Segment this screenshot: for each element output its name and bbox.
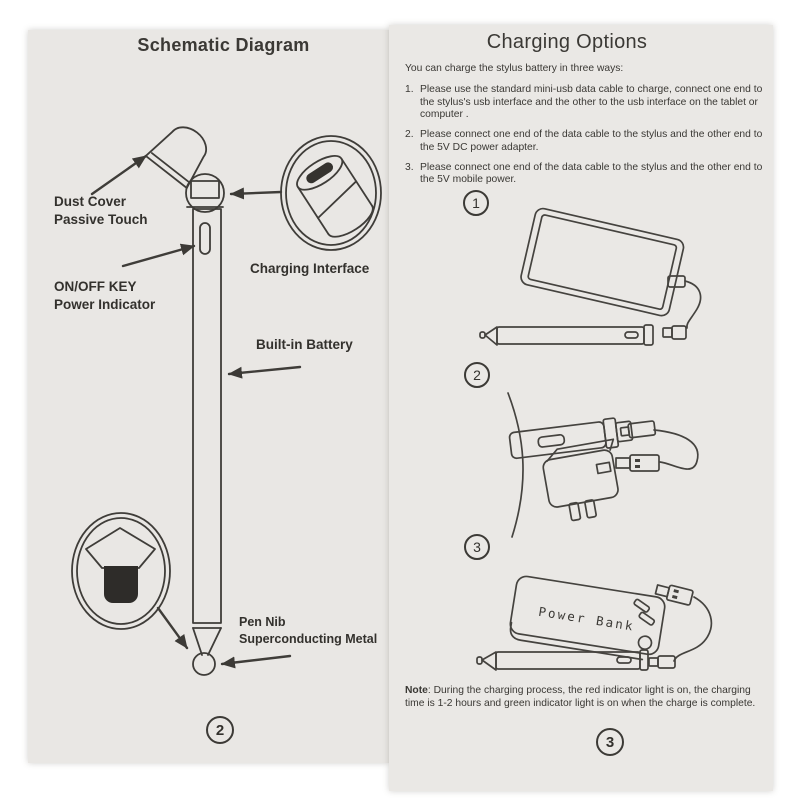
- stylus-side-drawing: [476, 649, 649, 671]
- pen-nib-inset-drawing: [71, 512, 171, 630]
- pointer-arrow-icons: [90, 154, 302, 669]
- power-adapter-drawing: [542, 438, 619, 522]
- usb-a-plug-drawing: [654, 584, 694, 606]
- dust-cover-drawing: [144, 126, 208, 189]
- step-3: 3. Please connect one end of the data ca…: [405, 161, 763, 186]
- step-1: 1. Please use the standard mini-usb data…: [405, 83, 763, 121]
- nib-inset-arrow-icon: [156, 606, 189, 650]
- page-number-2: 2: [206, 716, 234, 744]
- built-in-battery-label: Built-in Battery: [256, 337, 353, 352]
- on-off-key-arrow-icon: [121, 243, 196, 268]
- stylus-side-drawing: [479, 324, 654, 346]
- stylus-drawing: [185, 173, 225, 676]
- figure-1-number: 1: [463, 190, 489, 216]
- dust-cover-arrow-icon: [90, 154, 148, 196]
- power-bank-label: Power Bank: [537, 604, 635, 634]
- charging-options-page: Charging Options You can charge the styl…: [389, 25, 773, 791]
- page-number-3: 3: [596, 728, 624, 756]
- note-label: Note: [405, 685, 428, 696]
- left-page-title: Schematic Diagram: [137, 35, 310, 55]
- pen-nib-arrow-icon: [220, 654, 292, 669]
- stylus-end-drawing: [508, 417, 634, 460]
- figure-2-number: 2: [464, 362, 490, 388]
- step-2: 2. Please connect one end of the data ca…: [405, 129, 763, 153]
- on-off-key-drawing: [199, 222, 211, 255]
- schematic-page: Schematic Diagram: [28, 30, 389, 763]
- cable-drawing: [653, 429, 699, 470]
- pen-silhouette-curve: [507, 392, 524, 538]
- charging-interface-inset-drawing: [280, 135, 382, 251]
- mini-usb-plug-drawing: [648, 655, 676, 669]
- note-text: : During the charging process, the red i…: [405, 685, 756, 710]
- figure-1-tablet-charging-drawing: [479, 207, 702, 346]
- pen-nib-ball-drawing: [192, 652, 216, 676]
- charging-note: Note: During the charging process, the r…: [405, 684, 767, 711]
- charging-interface-arrow-icon: [229, 187, 283, 200]
- mini-usb-plug-drawing: [619, 420, 657, 439]
- cable-drawing: [673, 596, 713, 662]
- charging-interface-label: Charging Interface: [250, 261, 370, 276]
- pen-nib-label: Pen Nib Superconducting Metal: [239, 615, 378, 646]
- figure-2-adapter-charging-drawing: [507, 392, 699, 538]
- charging-instructions: You can charge the stylus battery in thr…: [405, 63, 763, 194]
- on-off-key-label: ON/OFF KEY Power Indicator: [54, 279, 156, 312]
- right-page-title: Charging Options: [486, 31, 648, 53]
- usb-cable-drawing: [662, 275, 702, 340]
- battery-arrow-icon: [227, 365, 302, 379]
- usb-a-plug-drawing: [615, 454, 660, 472]
- tablet-drawing: [520, 207, 685, 317]
- intro-text: You can charge the stylus battery in thr…: [405, 63, 624, 74]
- power-bank-drawing: Power Bank: [509, 575, 666, 661]
- schematic-drawing: [71, 126, 382, 676]
- figure-3-number: 3: [464, 534, 490, 560]
- dust-cover-label: Dust Cover Passive Touch: [54, 194, 148, 227]
- figure-3-power-bank-charging-drawing: Power Bank: [476, 575, 713, 671]
